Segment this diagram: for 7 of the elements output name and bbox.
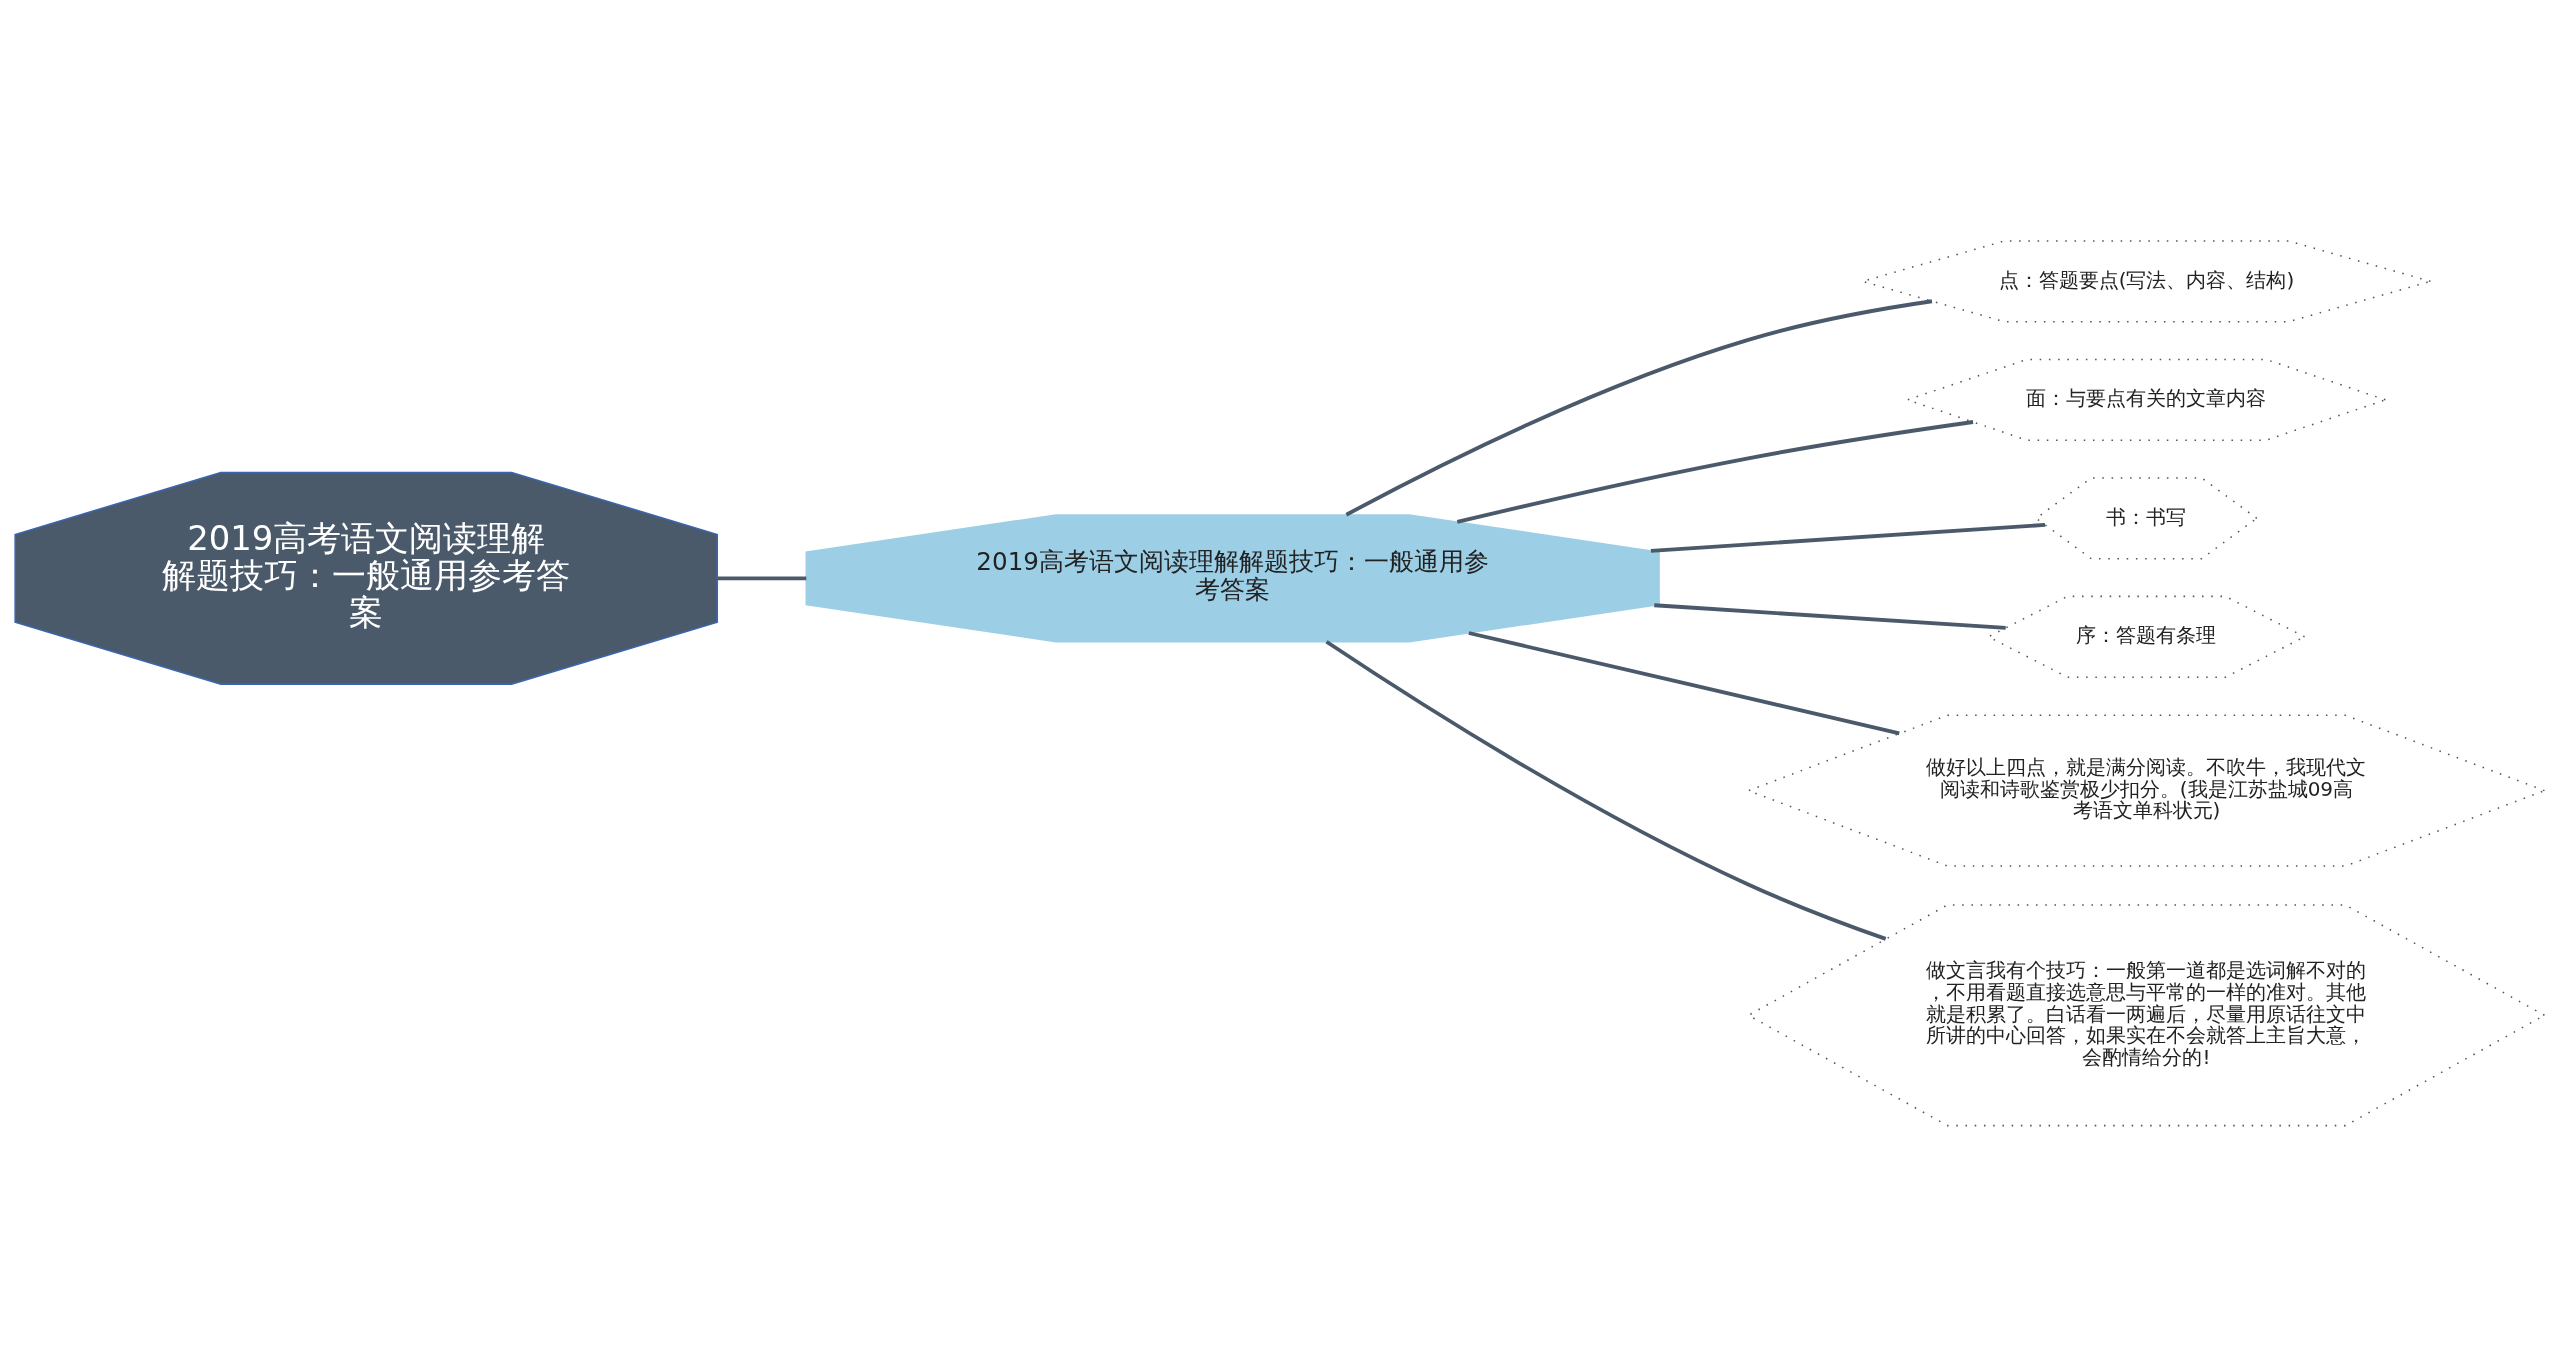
connector [1650,522,2046,553]
connector [1456,419,1974,524]
connector [717,575,807,580]
connector [1654,602,2006,630]
connector [1468,630,1900,735]
connector [1325,639,1887,941]
connector [1345,298,1933,516]
